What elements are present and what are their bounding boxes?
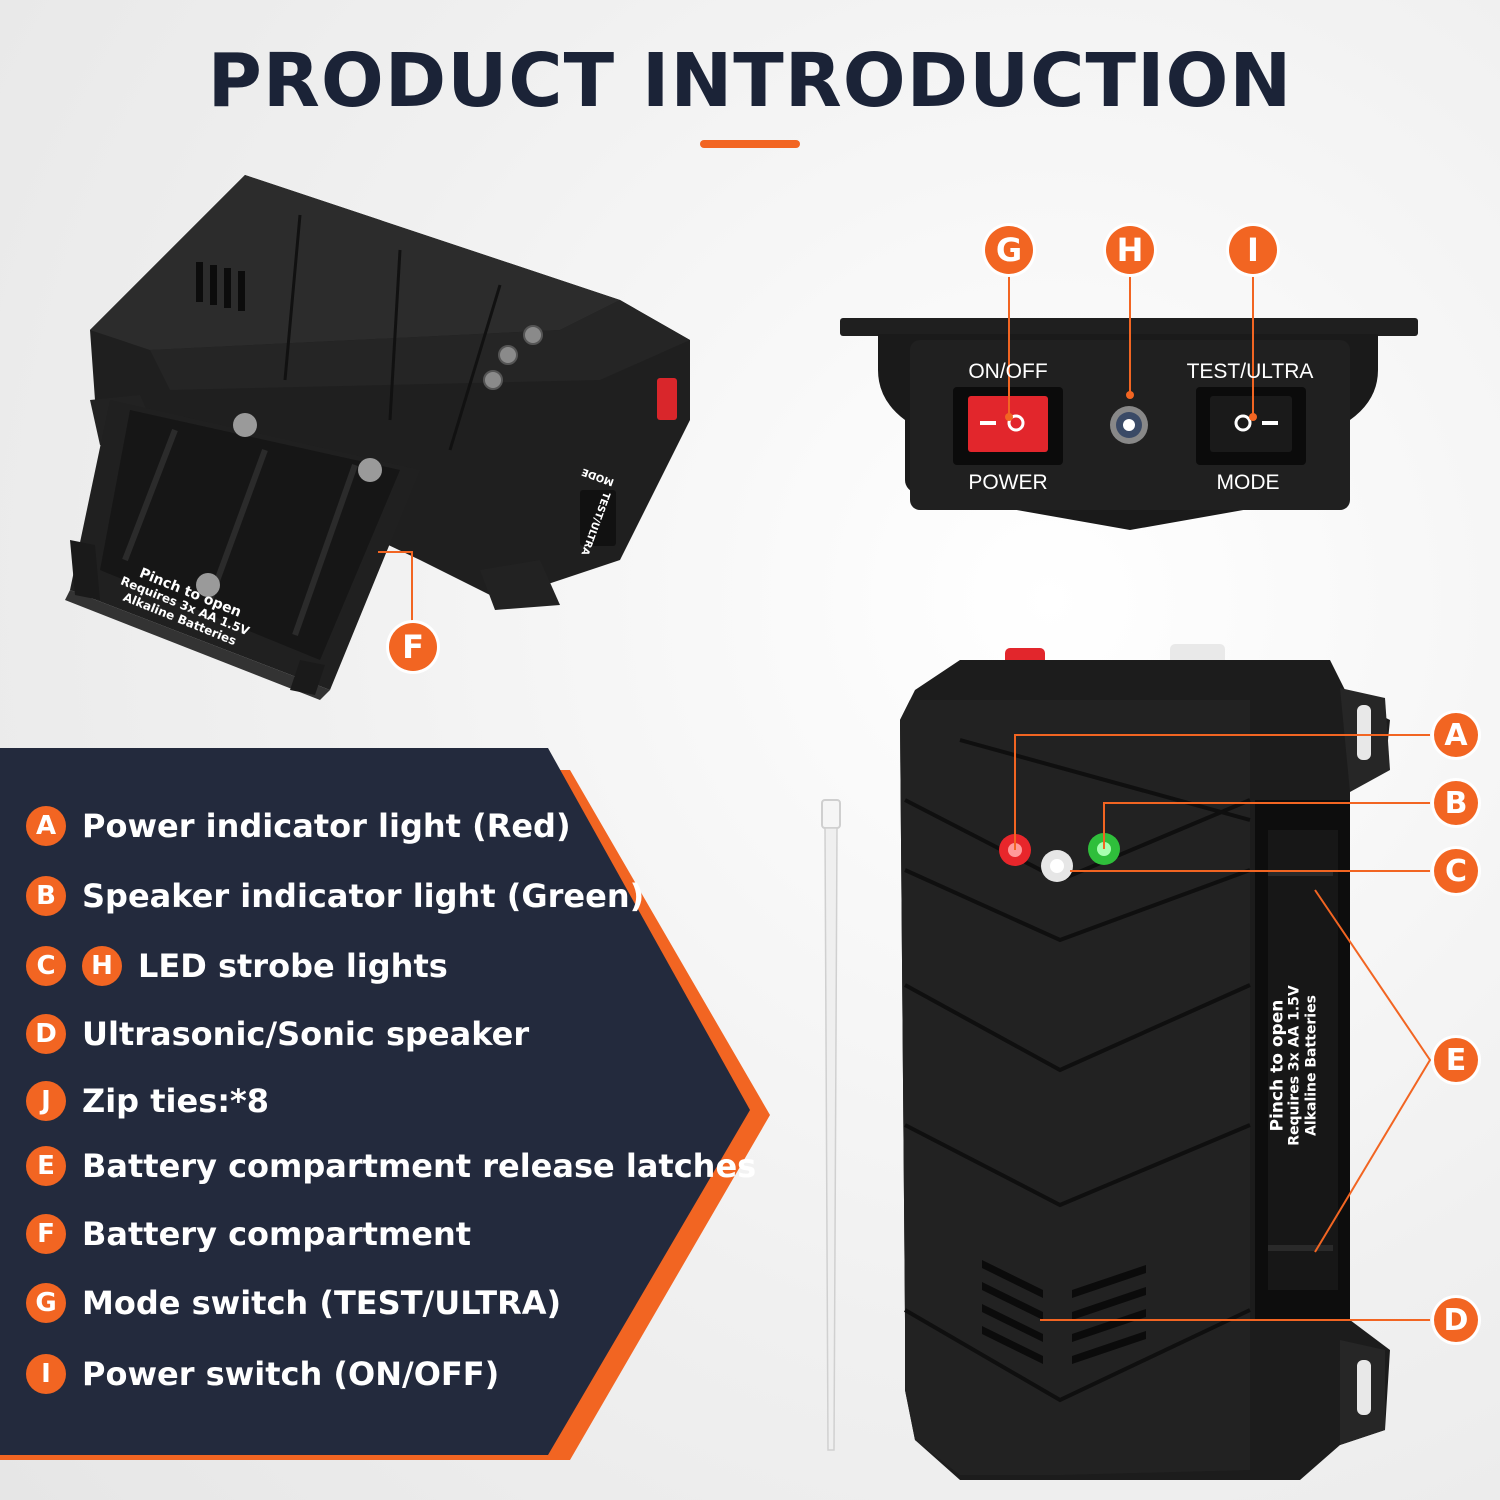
title-underline bbox=[700, 140, 800, 148]
legend-badge: G bbox=[26, 1283, 66, 1323]
legend-text: Battery compartment bbox=[82, 1215, 472, 1253]
legend-text: Mode switch (TEST/ULTRA) bbox=[82, 1284, 562, 1322]
legend-text: Speaker indicator light (Green) bbox=[82, 877, 645, 915]
mode-switch-top-label: TEST/ULTRA bbox=[1186, 360, 1314, 383]
legend-badge: F bbox=[26, 1214, 66, 1254]
legend-text: Power switch (ON/OFF) bbox=[82, 1355, 500, 1393]
legend-item-c-h: C H LED strobe lights bbox=[26, 938, 448, 994]
callout-e: E bbox=[1434, 1038, 1478, 1082]
legend-item-f: F Battery compartment bbox=[26, 1206, 471, 1262]
legend-badge: A bbox=[26, 806, 66, 846]
legend-navy-panel bbox=[0, 748, 750, 1455]
device-front bbox=[900, 644, 1390, 1480]
device-top-left bbox=[65, 175, 690, 700]
legend-item-g: G Mode switch (TEST/ULTRA) bbox=[26, 1275, 561, 1331]
legend-item-j: J Zip ties:*8 bbox=[26, 1073, 269, 1129]
callout-h: H bbox=[1106, 226, 1154, 274]
callout-c: C bbox=[1434, 849, 1478, 893]
zip-tie bbox=[821, 799, 841, 1451]
legend-text: Ultrasonic/Sonic speaker bbox=[82, 1015, 530, 1053]
legend-item-d: D Ultrasonic/Sonic speaker bbox=[26, 1006, 529, 1062]
legend-badge: C bbox=[26, 946, 66, 986]
legend-badge: J bbox=[26, 1081, 66, 1121]
power-switch-bottom-label: POWER bbox=[968, 471, 1048, 494]
legend-text: LED strobe lights bbox=[138, 947, 448, 985]
alkaline-label: Alkaline Batteries bbox=[1303, 995, 1320, 1136]
legend-item-b: B Speaker indicator light (Green) bbox=[26, 868, 644, 924]
pinch-label: Pinch to open bbox=[1267, 999, 1288, 1132]
mode-switch-bottom-label: MODE bbox=[1216, 471, 1280, 494]
legend-item-i: I Power switch (ON/OFF) bbox=[26, 1346, 499, 1402]
callout-g: G bbox=[985, 226, 1033, 274]
legend-badge: D bbox=[26, 1014, 66, 1054]
legend-text: Zip ties:*8 bbox=[82, 1082, 270, 1120]
callout-d: D bbox=[1434, 1298, 1478, 1342]
legend-badge: B bbox=[26, 876, 66, 916]
callout-f: F bbox=[389, 623, 437, 671]
legend-item-e: E Battery compartment release latches bbox=[26, 1138, 756, 1194]
legend-badge: H bbox=[82, 946, 122, 986]
legend-badge: I bbox=[26, 1354, 66, 1394]
callout-f-leader bbox=[378, 551, 413, 625]
requires-label: Requires 3x AA 1.5V bbox=[1286, 985, 1303, 1146]
page-title: PRODUCT INTRODUCTION bbox=[207, 38, 1293, 124]
legend-badge: E bbox=[26, 1146, 66, 1186]
callout-a: A bbox=[1434, 713, 1478, 757]
legend-text: Battery compartment release latches bbox=[82, 1147, 757, 1185]
callout-i: I bbox=[1229, 226, 1277, 274]
legend-text: Power indicator light (Red) bbox=[82, 807, 571, 845]
battery-door-label: Pinch to open Requires 3x AA 1.5V Alkali… bbox=[1267, 886, 1321, 1246]
power-switch-top-label: ON/OFF bbox=[968, 360, 1048, 383]
callout-b: B bbox=[1434, 781, 1478, 825]
legend-item-a: A Power indicator light (Red) bbox=[26, 798, 571, 854]
